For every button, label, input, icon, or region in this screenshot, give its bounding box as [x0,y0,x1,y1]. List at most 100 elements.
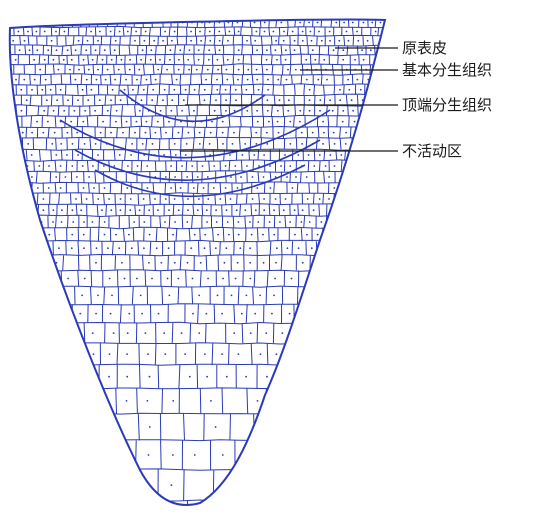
cell-wall [111,440,114,470]
nucleus [230,176,232,178]
nucleus [82,120,85,123]
nucleus [381,484,384,486]
nucleus [393,247,395,249]
cell-wall [374,45,376,55]
cell-wall-row [0,17,400,18]
nucleus [329,99,331,102]
cell-wall [202,138,205,150]
nucleus [339,88,341,91]
nucleus [291,187,294,189]
nucleus [348,353,351,355]
nucleus [256,109,258,112]
nucleus [377,165,380,167]
cell-wall [185,270,187,287]
nucleus [249,221,251,223]
nucleus [281,332,284,334]
cell-wall [82,469,84,501]
cell-wall [203,126,206,139]
cell-wall-row [9,192,385,195]
nucleus [225,247,228,250]
cell-wall [192,138,195,150]
cell-wall [98,215,100,229]
cell-wall [231,19,234,28]
nucleus [160,261,163,264]
nucleus [145,484,148,486]
cell-wall [233,304,236,324]
cell-wall [115,204,117,216]
nucleus [113,165,116,167]
nucleus [271,312,273,315]
nucleus [236,261,239,264]
nucleus [13,277,15,280]
nucleus [318,30,320,33]
nucleus [4,40,6,42]
nucleus [162,39,165,42]
nucleus [362,58,365,61]
cell-wall [303,84,305,95]
nucleus [253,517,255,519]
nucleus [393,454,395,456]
nucleus [204,353,206,355]
nucleus [174,154,177,156]
nucleus [267,88,269,91]
nucleus [20,21,23,24]
nucleus [148,233,151,236]
cell-wall [72,36,75,46]
nucleus [173,30,176,33]
nucleus [164,353,167,355]
cell-wall [28,241,30,256]
nucleus [362,21,365,24]
cell-wall [339,138,342,150]
nucleus [123,277,126,280]
nucleus [129,209,132,212]
nucleus [357,247,360,250]
cell-wall [16,171,19,183]
nucleus [0,221,2,223]
nucleus [383,221,385,223]
nucleus [348,88,351,91]
cell-wall [228,343,230,366]
nucleus [346,165,349,167]
nucleus [66,131,69,134]
cell-wall [77,241,80,256]
nucleus [164,198,167,200]
nucleus [301,30,304,33]
nucleus [60,332,63,334]
nucleus [253,154,256,156]
nucleus [367,454,369,456]
cell-wall [57,105,60,117]
nucleus [400,313,402,315]
nucleus [263,209,266,212]
nucleus [70,247,73,250]
cell-wall [282,440,285,470]
cell-wall [300,171,302,183]
nucleus [27,143,30,145]
nucleus [356,78,359,81]
nucleus [318,154,321,156]
nucleus [107,247,109,250]
cell-wall [186,94,189,106]
nucleus [246,454,249,456]
cell-wall [0,36,1,45]
cell-wall [352,36,355,46]
nucleus [55,30,57,33]
nucleus [97,154,99,156]
nucleus [169,58,171,61]
nucleus [297,247,300,250]
nucleus [82,233,85,236]
nucleus [114,78,116,81]
cell-wall [133,64,136,75]
nucleus [265,131,268,134]
nucleus [378,131,381,134]
nucleus [143,221,146,223]
nucleus [108,198,110,200]
nucleus [82,187,85,189]
nucleus [195,68,198,71]
nucleus [237,30,240,33]
nucleus [75,332,77,334]
nucleus [255,30,258,33]
nucleus [67,99,69,102]
cell-wall [228,270,230,287]
cell-wall [11,228,14,242]
cell-wall [94,171,97,183]
